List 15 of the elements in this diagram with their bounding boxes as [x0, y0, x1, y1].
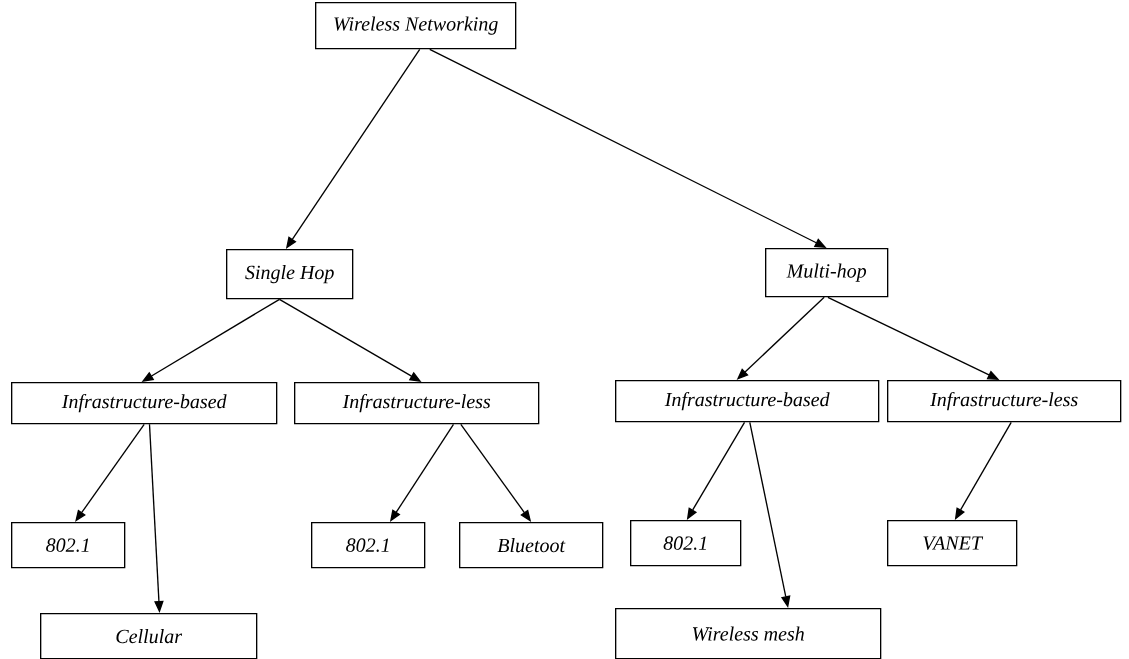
- category-box: Cellular: [40, 613, 258, 659]
- category-box: Single Hop: [226, 249, 354, 300]
- category-box: Multi-hop: [765, 248, 889, 298]
- category-box: 802.1: [630, 520, 742, 567]
- category-box: Wireless Networking: [315, 2, 517, 50]
- category-box: Infrastructure-less: [294, 382, 540, 425]
- category-box: Wireless mesh: [615, 608, 882, 659]
- category-box: Infrastructure-based: [11, 382, 278, 425]
- category-box: VANET: [887, 520, 1018, 567]
- category-box: Infrastructure-less: [887, 380, 1122, 423]
- category-box: 802.1: [311, 522, 426, 569]
- category-box: Infrastructure-based: [615, 380, 880, 423]
- arrow: [75, 423, 145, 522]
- category-box: 802.1: [11, 522, 126, 569]
- category-box: Bluetoot: [459, 522, 604, 569]
